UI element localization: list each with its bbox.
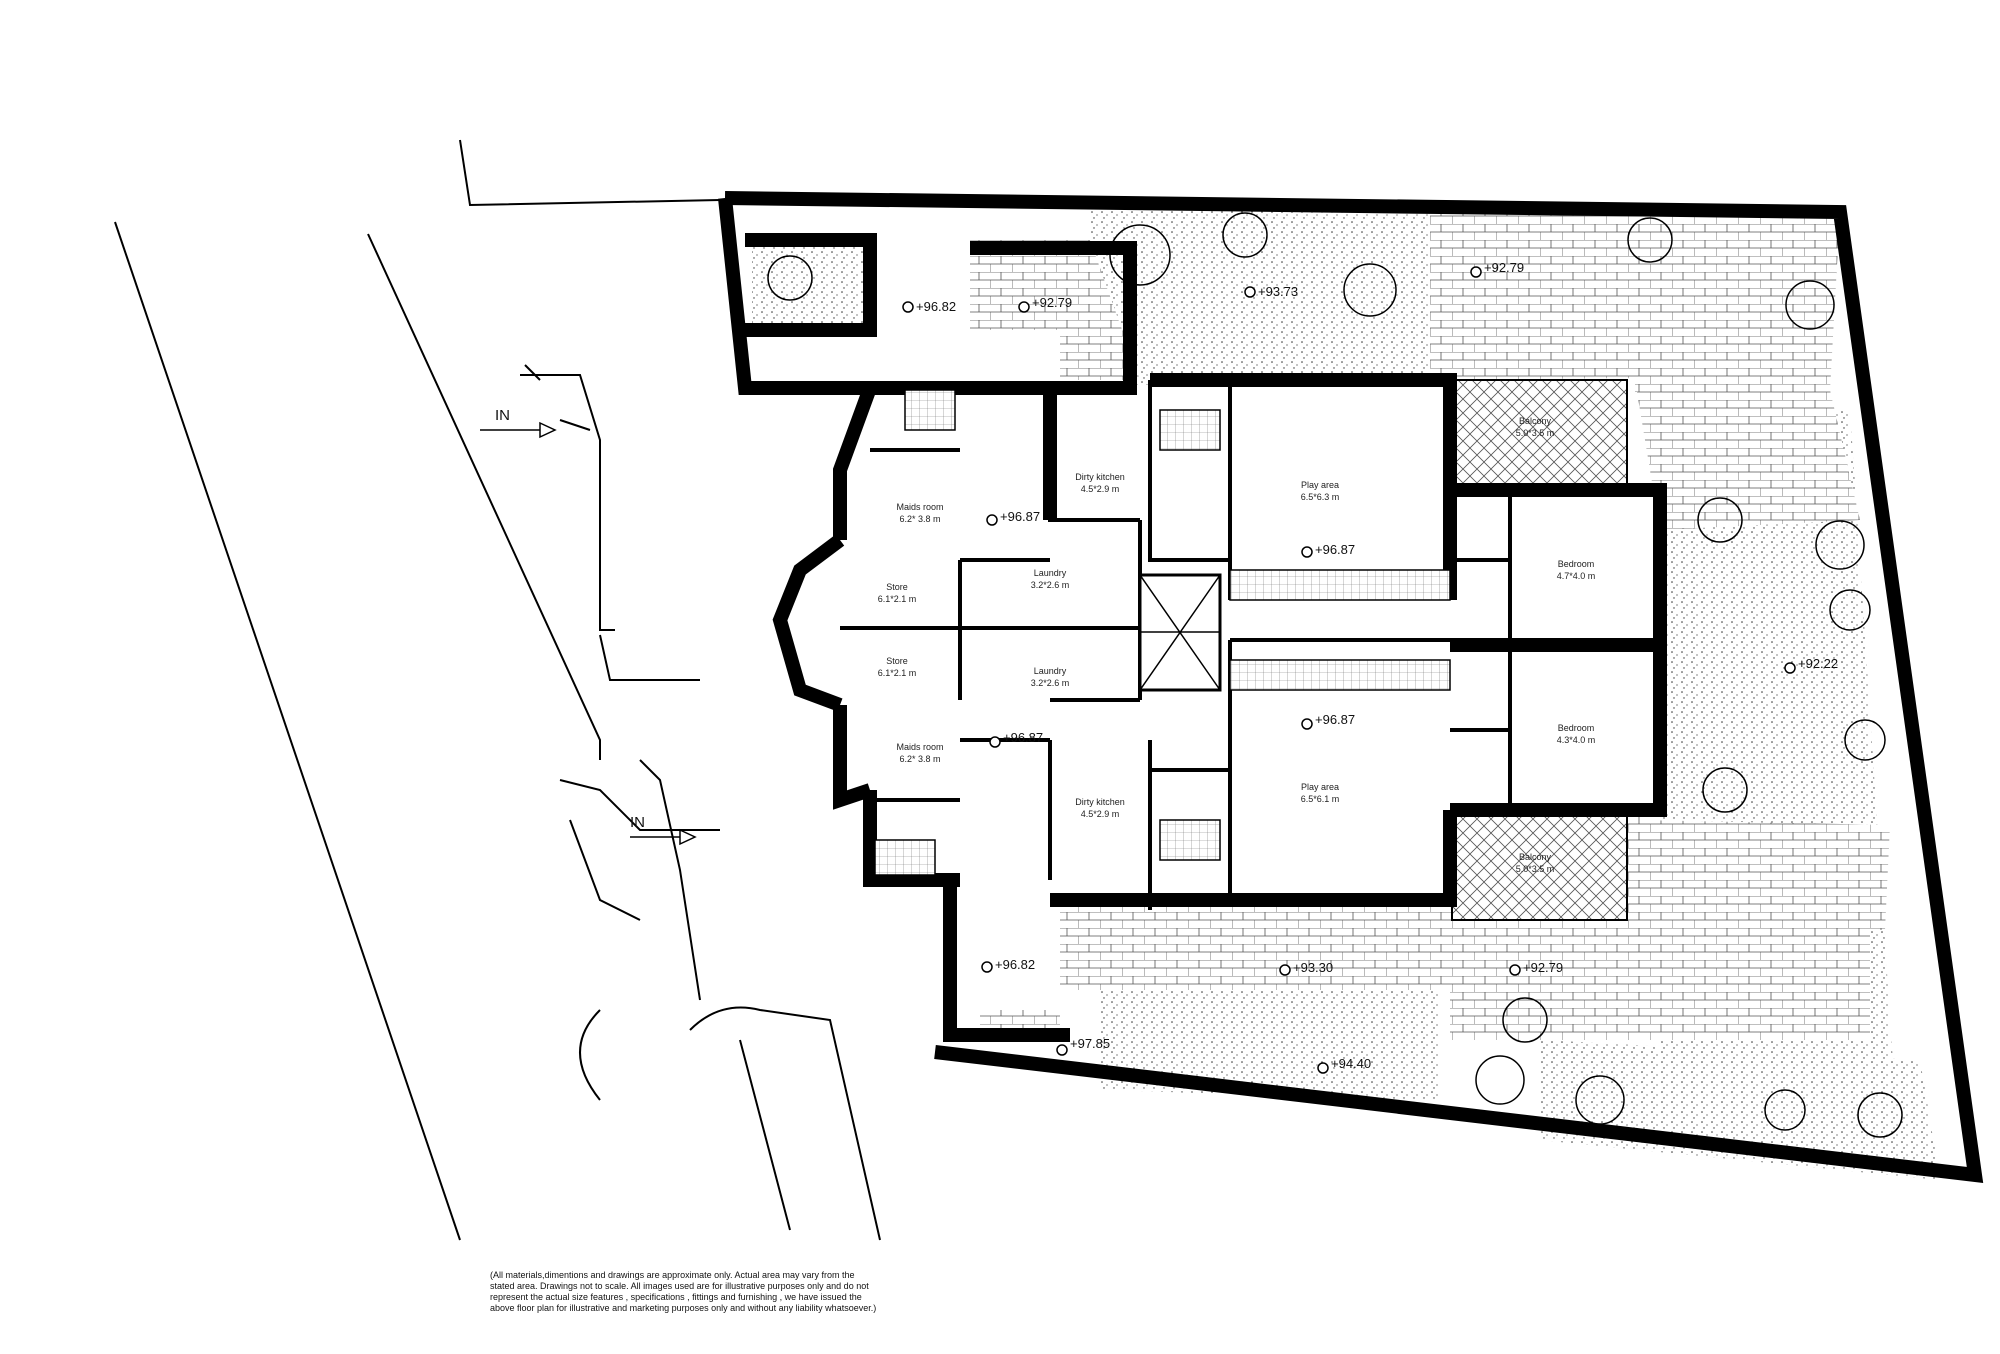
stairs [874,389,1451,876]
room-name-dirty-kitchen-bottom: Dirty kitchen [1075,797,1125,807]
room-size-store-top: 6.1*2.1 m [878,594,917,604]
street-lines [114,139,881,1241]
level-marker: +93.73 [1258,284,1298,299]
level-marker: +96.87 [1315,542,1355,557]
entrance-label-top: IN [495,407,510,424]
trees [767,212,1903,1138]
entrance-label-bottom: IN [630,814,645,831]
disclaimer-line: (All materials,dimentions and drawings a… [490,1270,855,1280]
level-marker: +96.82 [916,299,956,314]
room-size-play-area-top: 6.5*6.3 m [1301,492,1340,502]
balconies [1451,379,1628,921]
room-size-store-bottom: 6.1*2.1 m [878,668,917,678]
disclaimer-line: above floor plan for illustrative and ma… [490,1303,877,1313]
room-size-bedroom-bottom: 4.3*4.0 m [1557,735,1596,745]
entrance-arrow-top-icon [480,421,557,439]
room-size-balcony-top: 5.0*3.5 m [1516,428,1555,438]
room-labels: Maids room 6.2* 3.8 m Store 6.1*2.1 m La… [878,416,1596,874]
entrance-arrow-bottom-icon [630,828,697,846]
room-size-laundry-top: 3.2*2.6 m [1031,580,1070,590]
room-size-bedroom-top: 4.7*4.0 m [1557,571,1596,581]
room-name-laundry-top: Laundry [1034,568,1067,578]
room-size-dirty-kitchen-bottom: 4.5*2.9 m [1081,809,1120,819]
room-name-dirty-kitchen-top: Dirty kitchen [1075,472,1125,482]
level-marker: +96.87 [1003,730,1043,745]
room-name-balcony-bottom: Balcony [1519,852,1552,862]
level-marker: +94.40 [1331,1056,1371,1071]
room-name-maids-top: Maids room [896,502,943,512]
room-size-maids-top: 6.2* 3.8 m [899,514,940,524]
room-size-play-area-bottom: 6.5*6.1 m [1301,794,1340,804]
room-name-laundry-bottom: Laundry [1034,666,1067,676]
room-name-store-bottom: Store [886,656,908,666]
level-marker: +96.87 [1315,712,1355,727]
building-walls [772,241,1667,965]
disclaimer-line: represent the actual size features , spe… [490,1292,862,1302]
level-marker: +92.79 [1484,260,1524,275]
room-name-maids-bottom: Maids room [896,742,943,752]
room-name-balcony-top: Balcony [1519,416,1552,426]
level-marker: +97.85 [1070,1036,1110,1051]
level-marker: +92.22 [1798,656,1838,671]
room-size-dirty-kitchen-top: 4.5*2.9 m [1081,484,1120,494]
disclaimer-line: stated area. Drawings not to scale. All … [490,1281,869,1291]
level-marker: +96.82 [995,957,1035,972]
site-boundary [718,191,1984,1184]
paved-terraces [970,208,1890,1040]
level-marker: +93.30 [1293,960,1333,975]
level-marker: +92.79 [1032,295,1072,310]
level-markers: +96.82 +92.79 +93.73 +92.79 +96.87 +96.8… [902,260,1838,1074]
level-marker: +96.87 [1000,509,1040,524]
room-name-play-area-top: Play area [1301,480,1339,490]
room-name-play-area-bottom: Play area [1301,782,1339,792]
room-name-bedroom-bottom: Bedroom [1558,723,1595,733]
room-size-maids-bottom: 6.2* 3.8 m [899,754,940,764]
entrance-markers: IN IN [480,407,697,846]
room-size-laundry-bottom: 3.2*2.6 m [1031,678,1070,688]
disclaimer-note: (All materials,dimentions and drawings a… [490,1270,970,1314]
room-name-bedroom-top: Bedroom [1558,559,1595,569]
room-size-balcony-bottom: 5.0*3.5 m [1516,864,1555,874]
level-marker: +92.79 [1523,960,1563,975]
room-name-store-top: Store [886,582,908,592]
